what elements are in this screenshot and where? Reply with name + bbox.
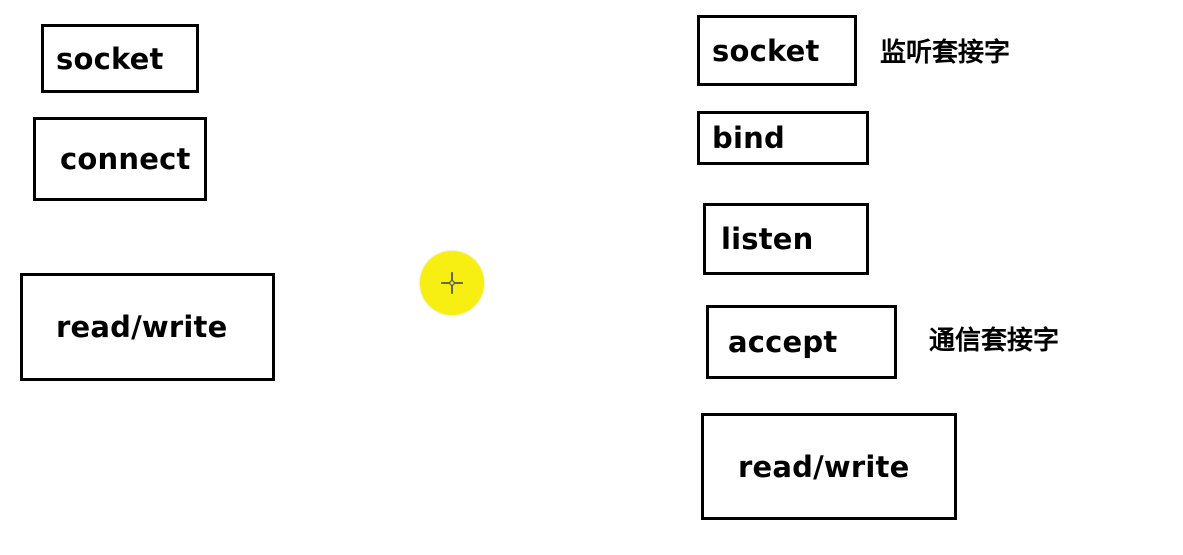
communication-socket-annotation: 通信套接字 [929,326,1060,356]
cursor-highlight [420,251,484,315]
server-accept-step: accept [706,305,897,379]
client-connect-label: connect [60,142,191,176]
client-socket-step: socket [41,24,199,93]
server-accept-label: accept [728,325,838,359]
server-socket-step: socket [697,15,857,86]
server-bind-step: bind [697,111,869,165]
crosshair-icon [441,272,463,294]
client-socket-label: socket [56,41,164,76]
client-readwrite-label: read/write [56,310,228,344]
server-bind-label: bind [712,121,785,155]
client-readwrite-step: read/write [20,273,275,381]
server-readwrite-step: read/write [701,413,957,520]
server-listen-label: listen [721,222,814,256]
server-readwrite-label: read/write [738,449,910,484]
server-socket-label: socket [712,33,820,68]
client-connect-step: connect [33,117,207,201]
listening-socket-annotation: 监听套接字 [880,38,1011,68]
server-listen-step: listen [703,203,869,275]
